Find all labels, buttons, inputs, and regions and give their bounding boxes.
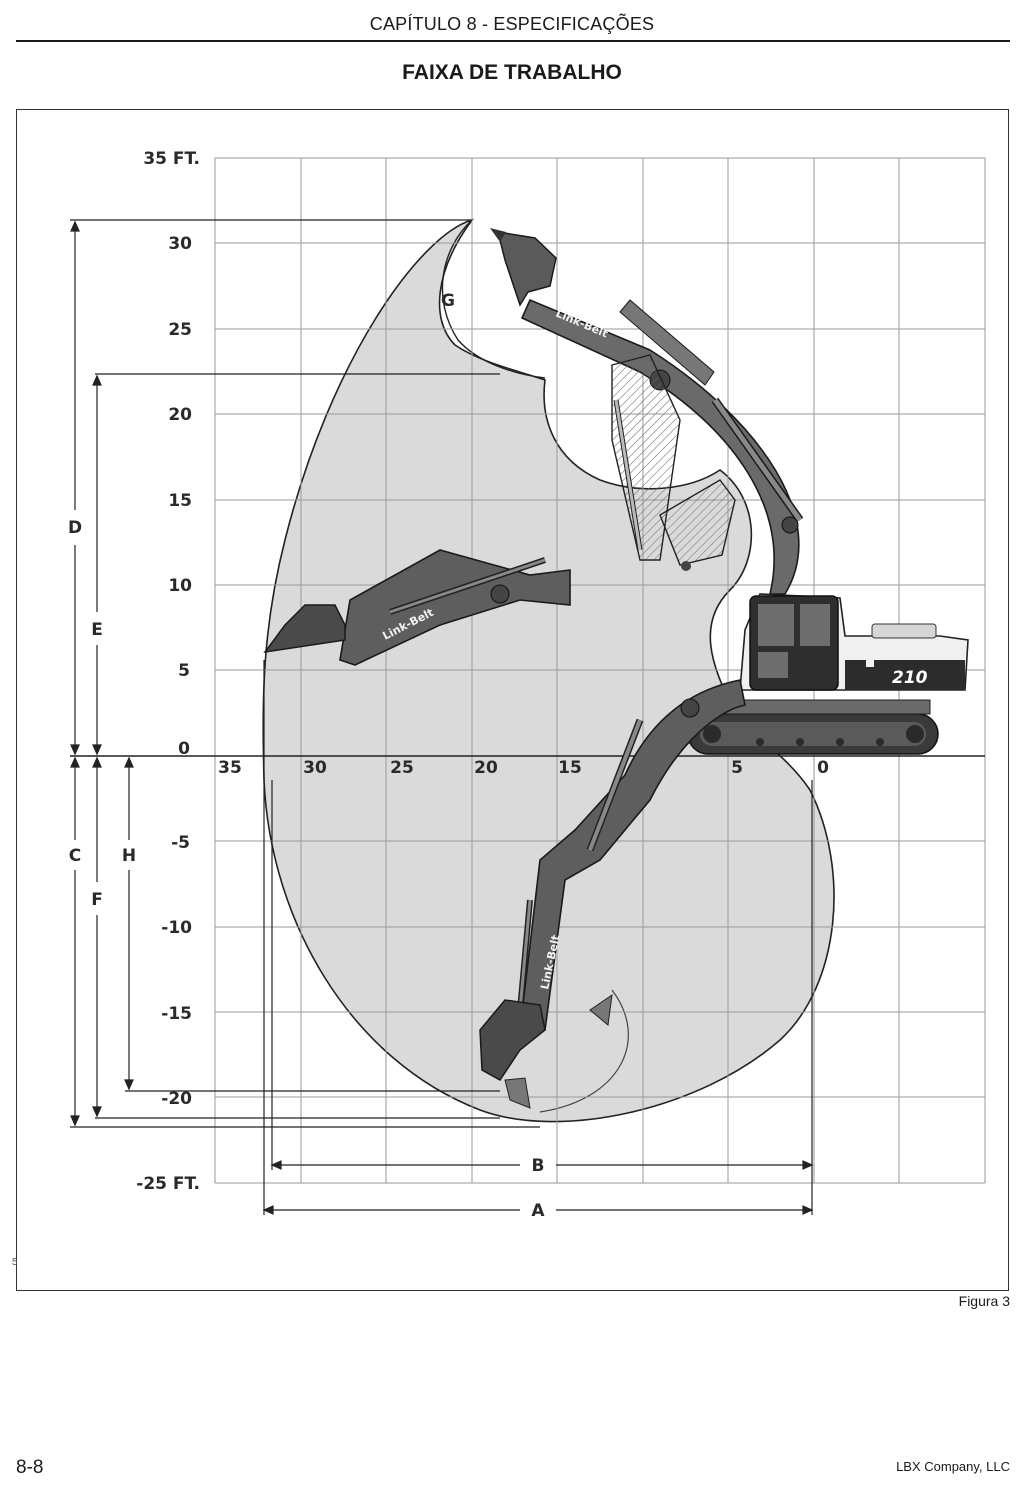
page-title: FAIXA DE TRABALHO: [402, 61, 622, 84]
figure-frame: [16, 109, 1009, 1291]
x-tick-5: 5: [731, 758, 743, 778]
excavator-machine: 210: [687, 593, 969, 755]
x-tick-25: 25: [390, 758, 414, 778]
dim-label-G: G: [441, 291, 455, 311]
dim-label-H: H: [122, 846, 136, 866]
dim-label-E: E: [91, 620, 103, 640]
y-tick-30: 30: [168, 234, 192, 254]
page-number: 8-8: [16, 1457, 44, 1478]
y-tick-0: 0: [178, 739, 190, 759]
x-tick-30: 30: [303, 758, 327, 778]
y-tick-neg10: -10: [161, 918, 192, 938]
x-tick-35: 35: [218, 758, 242, 778]
y-tick-5: 5: [178, 661, 190, 681]
y-tick-neg20: -20: [161, 1089, 192, 1109]
y-tick-35: 35 FT.: [143, 149, 200, 169]
grid: [214, 157, 986, 1184]
stick-hatched-position: [611, 354, 736, 571]
chapter-heading: CAPÍTULO 8 - ESPECIFICAÇÕES: [369, 14, 655, 34]
y-tick-15: 15: [168, 491, 192, 511]
working-range-diagram: 35 FT. 30 25 20 15 10 5 0 -5 -10 -15 -20…: [12, 149, 986, 1268]
x-tick-20: 20: [474, 758, 498, 778]
boom-lower-position: Link-Belt: [479, 679, 746, 1109]
boom-top-position: Link-Belt: [490, 228, 804, 595]
header-rule: [16, 40, 1010, 42]
dim-label-B: B: [532, 1156, 545, 1176]
bucket-curl-arc: [539, 989, 629, 1113]
boom-horizontal-position: Link-Belt: [263, 549, 571, 666]
machine-model-label: 210: [892, 668, 928, 688]
y-tick-neg25: -25 FT.: [136, 1174, 200, 1194]
x-tick-0: 0: [817, 758, 829, 778]
figure-caption: Figura 3: [958, 1293, 1010, 1309]
dim-label-C: C: [69, 846, 81, 866]
y-tick-20: 20: [168, 405, 192, 425]
dim-label-A: A: [531, 1201, 545, 1221]
y-tick-neg5: -5: [171, 833, 190, 853]
margin-mark: 5: [12, 1257, 18, 1268]
dimension-lines: [70, 219, 814, 1215]
y-tick-25: 25: [168, 320, 192, 340]
x-tick-15: 15: [558, 758, 582, 778]
y-tick-neg15: -15: [161, 1004, 192, 1024]
inner-radius-arc: [441, 219, 546, 379]
company-name: LBX Company, LLC: [896, 1459, 1010, 1474]
dim-label-F: F: [91, 890, 103, 910]
y-tick-10: 10: [168, 576, 192, 596]
dim-label-D: D: [68, 518, 82, 538]
